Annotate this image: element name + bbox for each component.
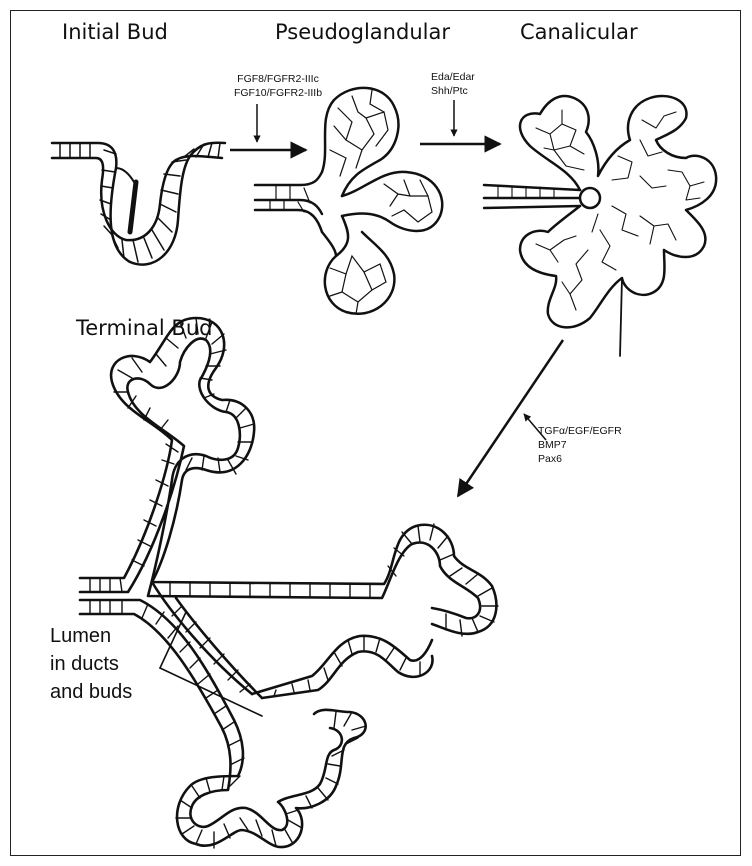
initial-bud-drawing <box>52 143 225 265</box>
arrow-canalicular-to-terminal <box>458 340 563 496</box>
signal-bmp7: BMP7 <box>538 438 622 452</box>
callout-line-1: Lumen <box>50 622 132 650</box>
terminal-bud-drawing <box>80 318 498 848</box>
signal-fgf10: FGF10/FGFR2-IIIb <box>216 86 340 100</box>
canalicular-drawing <box>484 96 716 356</box>
stage-label-pseudoglandular: Pseudoglandular <box>275 20 450 44</box>
pseudoglandular-drawing <box>255 88 442 314</box>
signals-step-3: TGFα/EGF/EGFR BMP7 Pax6 <box>538 424 622 466</box>
signals-step-2: Eda/Edar Shh/Ptc <box>431 70 475 98</box>
signal-pax6: Pax6 <box>538 452 622 466</box>
callout-line-3: and buds <box>50 678 132 706</box>
process-arrows <box>230 100 563 496</box>
signals-step-1: FGF8/FGFR2-IIIc FGF10/FGFR2-IIIb <box>216 72 340 100</box>
stage-label-initial-bud: Initial Bud <box>62 20 168 44</box>
stage-label-terminal-bud: Terminal Bud <box>76 316 212 340</box>
signal-shh: Shh/Ptc <box>431 84 475 98</box>
signal-eda: Eda/Edar <box>431 70 475 84</box>
stage-label-canalicular: Canalicular <box>520 20 638 44</box>
signal-fgf8: FGF8/FGFR2-IIIc <box>216 72 340 86</box>
lumen-callout: Lumen in ducts and buds <box>50 622 132 706</box>
callout-line-2: in ducts <box>50 650 132 678</box>
signal-tgfa: TGFα/EGF/EGFR <box>538 424 622 438</box>
